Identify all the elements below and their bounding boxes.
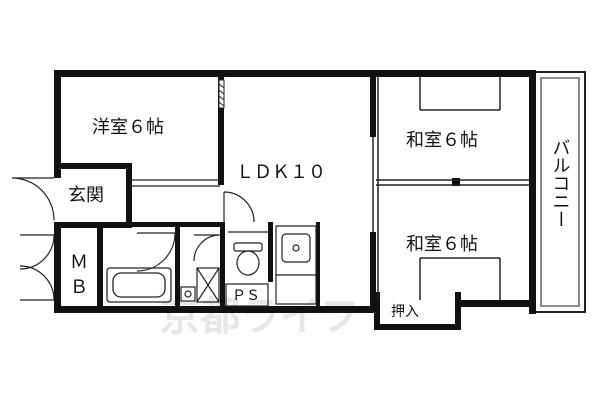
room-label-closet: 押入 xyxy=(391,304,419,320)
washbasin xyxy=(180,286,196,302)
inner-walls xyxy=(54,77,461,330)
hallway-lines xyxy=(132,179,220,187)
room-label-japanese-2: 和室６帖 xyxy=(406,234,478,255)
room-label-entrance: 玄関 xyxy=(68,185,104,206)
room-label-ldk: ＬＤＫ１０ xyxy=(236,162,326,183)
watermark: 京都ライフ xyxy=(160,294,360,340)
outer-walls xyxy=(54,70,536,314)
room-label-japanese-1: 和室６帖 xyxy=(406,130,478,151)
kitchen-counter xyxy=(275,225,317,305)
washing-machine-pan xyxy=(196,267,220,303)
room-label-ps: ＰＳ xyxy=(232,288,260,304)
room-label-western: 洋室６帖 xyxy=(92,117,164,138)
bathtub xyxy=(106,267,172,303)
room-label-balcony: バルコニー xyxy=(550,138,571,228)
toilet xyxy=(233,242,263,276)
door-swings xyxy=(11,177,268,301)
room-label-mb-line1: Ｍ xyxy=(70,252,88,273)
western-room-sliding-door xyxy=(218,79,225,109)
ps-box xyxy=(225,283,269,307)
room-label-mb-line2: Ｂ xyxy=(70,277,88,298)
japanese-room-dividers xyxy=(372,77,529,300)
